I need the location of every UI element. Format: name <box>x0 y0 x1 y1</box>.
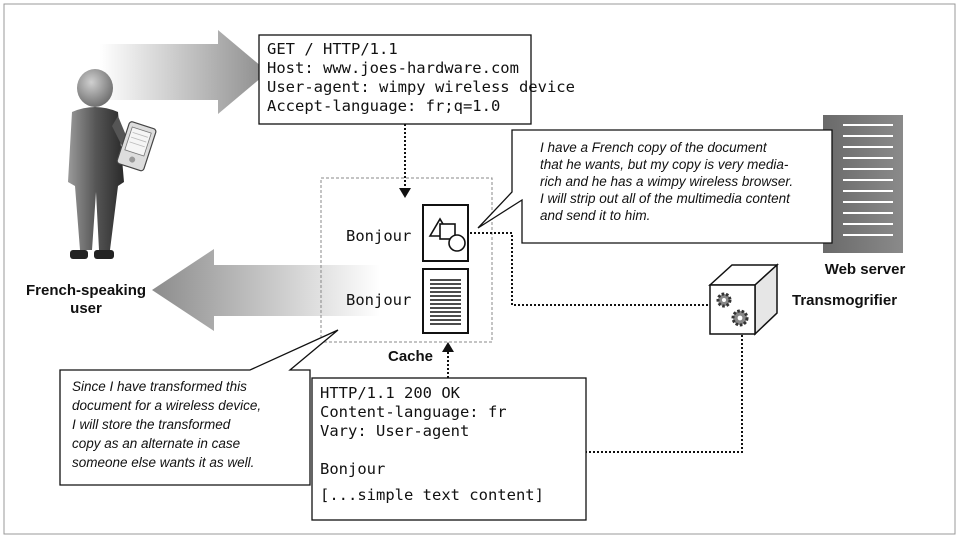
response-line-5: Bonjour <box>320 460 385 478</box>
callout-bottom-line-5: someone else wants it as well. <box>72 455 254 470</box>
request-line-2: Host: www.joes-hardware.com <box>267 59 519 77</box>
callout-top-line-5: and send it to him. <box>540 208 650 223</box>
http-response-box <box>311 377 587 521</box>
http-request-box <box>258 34 532 125</box>
gear-icon-2 <box>731 309 749 327</box>
gear-icon <box>716 292 732 308</box>
request-arrowhead <box>399 188 411 198</box>
response-line-2: Content-language: fr <box>320 403 507 421</box>
request-line-1: GET / HTTP/1.1 <box>267 40 398 58</box>
callout-bottom-line-1: Since I have transformed this <box>72 379 247 394</box>
cache-label: Cache <box>388 348 433 365</box>
user-label-line2: user <box>70 300 102 317</box>
response-line-6: [...simple text content] <box>320 486 544 504</box>
callout-bottom-bubble <box>59 329 339 486</box>
callout-top-line-1: I have a French copy of the document <box>540 140 768 155</box>
web-server-icon <box>823 115 903 253</box>
callout-bottom-line-2: document for a wireless device, <box>72 398 261 413</box>
web-server-label: Web server <box>825 261 906 278</box>
callout-top-line-2: that he wants, but my copy is very media… <box>540 157 789 172</box>
response-line-3: Vary: User-agent <box>320 422 469 440</box>
cache-rich-doc-label: Bonjour <box>346 227 411 245</box>
transmogrifier-to-response-connector <box>586 335 743 453</box>
callout-top-line-4: I will strip out all of the multimedia c… <box>540 191 791 206</box>
text-lines-icon <box>430 279 461 325</box>
cache-text-doc-label: Bonjour <box>346 291 411 309</box>
callout-top-bubble <box>477 129 833 244</box>
request-arrow <box>100 30 268 114</box>
request-line-3: User-agent: wimpy wireless device <box>267 78 575 96</box>
response-line-1: HTTP/1.1 200 OK <box>320 384 461 402</box>
callout-bottom-line-4: copy as an alternate in case <box>72 436 240 451</box>
transmogrifier-icon <box>708 263 779 336</box>
cache-boundary <box>320 177 493 343</box>
cache-to-transmogrifier-connector <box>470 232 710 306</box>
transmogrifier-label: Transmogrifier <box>792 292 897 309</box>
figure-border <box>3 3 956 535</box>
response-arrow <box>152 249 380 331</box>
handheld-device-icon <box>116 121 157 172</box>
request-line-4: Accept-language: fr;q=1.0 <box>267 97 500 115</box>
shapes-icon <box>428 217 466 252</box>
callout-top-line-3: rich and he has a wimpy wireless browser… <box>540 174 793 189</box>
user-label-line1: French-speaking <box>26 282 146 299</box>
response-arrowhead <box>442 342 454 352</box>
callout-bottom-line-3: I will store the transformed <box>72 417 231 432</box>
